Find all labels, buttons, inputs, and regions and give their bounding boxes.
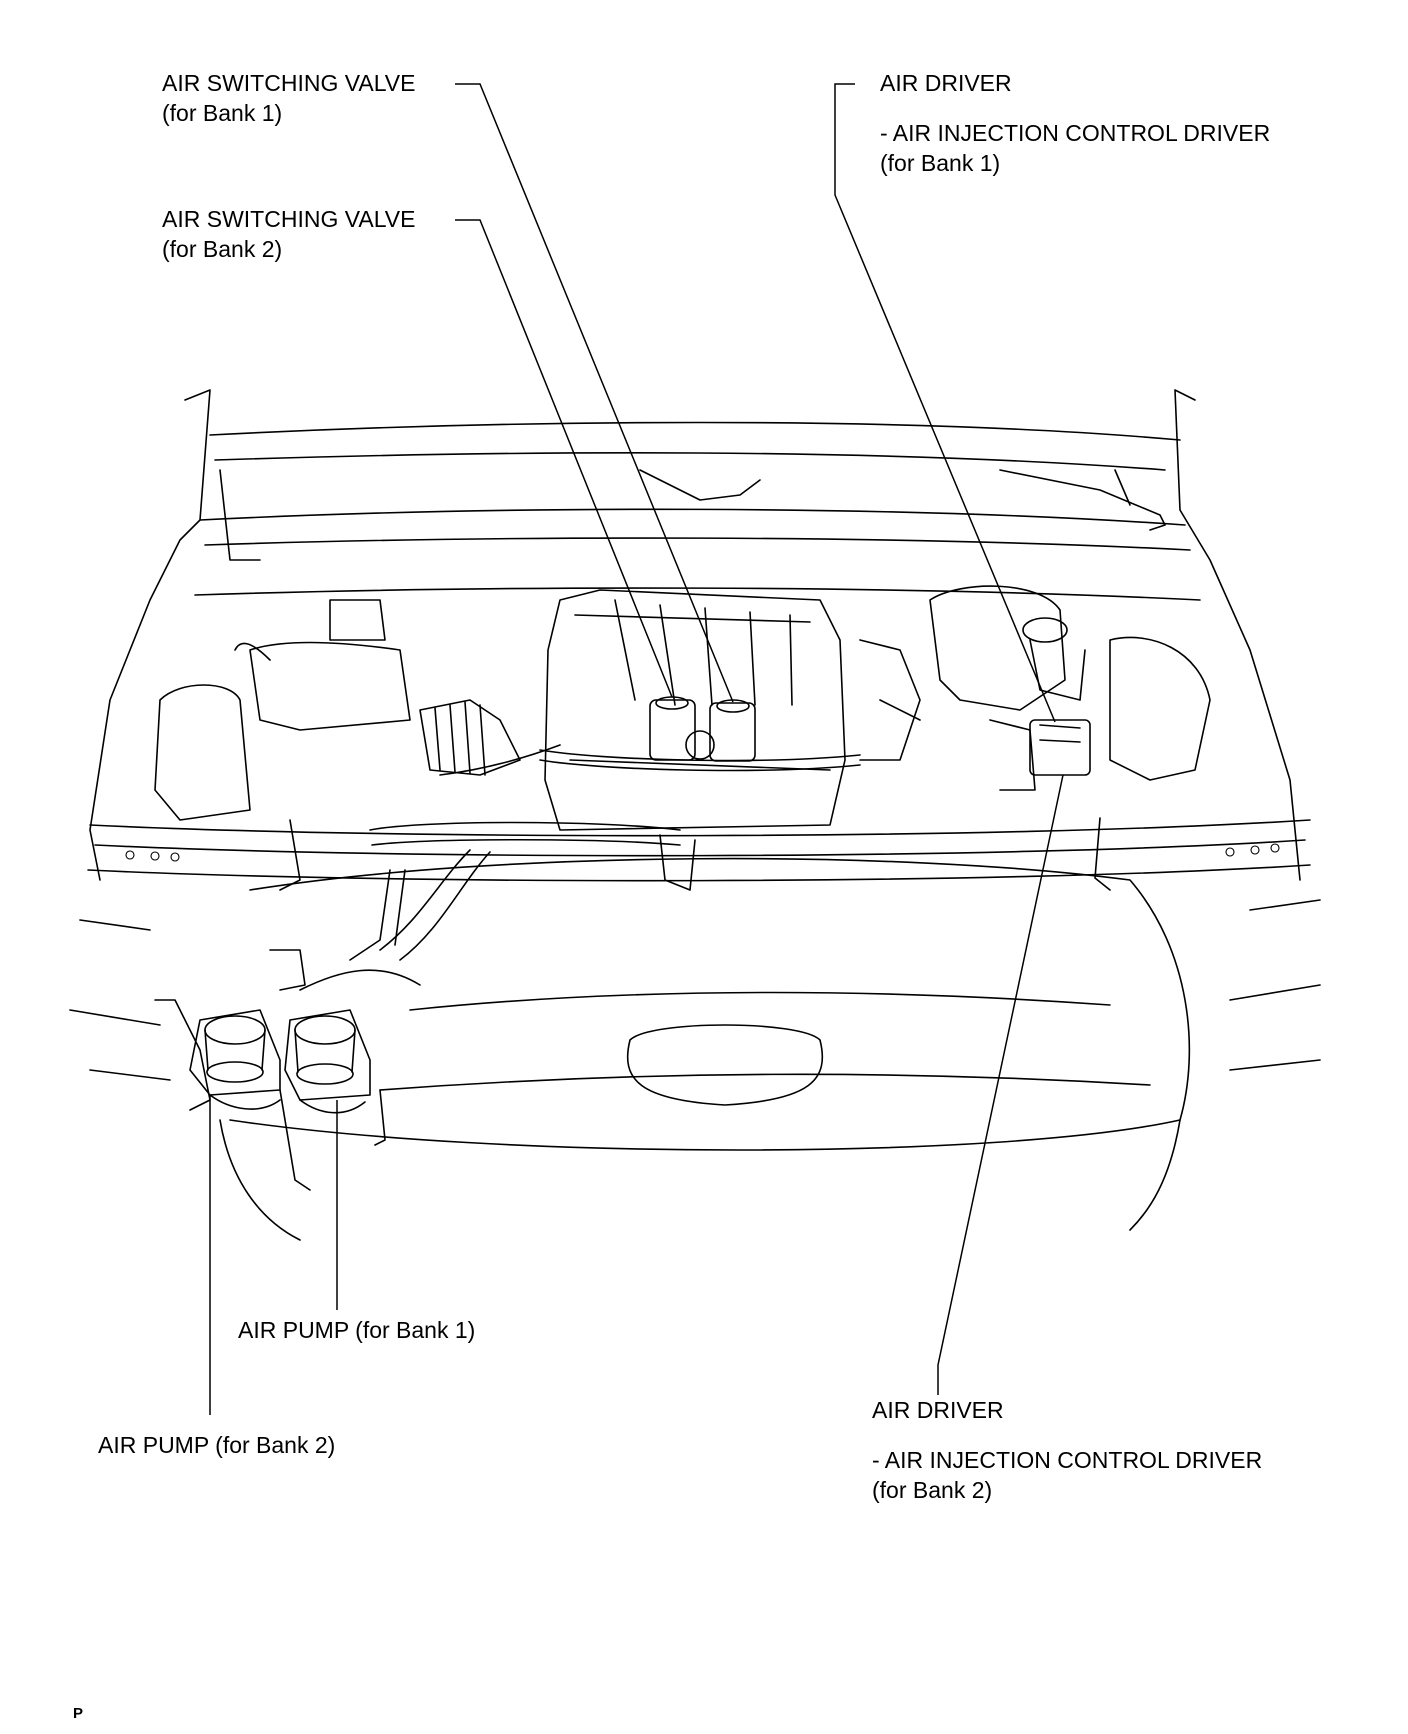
intake-hose — [154, 599, 521, 821]
label-driver-bank2-sub: (for Bank 2) — [872, 1477, 993, 1503]
label-air-pump-bank2: AIR PUMP (for Bank 2) — [98, 1430, 335, 1460]
label-air-switching-valve-bank2: AIR SWITCHING VALVE (for Bank 2) — [162, 204, 415, 264]
leader-asv-bank1 — [455, 83, 734, 703]
label-asv-bank1-sub: (for Bank 1) — [162, 100, 283, 126]
label-driver-bank1-title: AIR DRIVER — [880, 70, 1012, 96]
leader-lines — [209, 83, 1064, 1415]
air-hoses — [299, 744, 696, 991]
label-asv-bank2-sub: (for Bank 2) — [162, 236, 283, 262]
label-air-driver-bank2: AIR DRIVER - AIR INJECTION CONTROL DRIVE… — [872, 1395, 1262, 1505]
right-components — [859, 585, 1211, 791]
leader-asv-bank2 — [455, 219, 673, 698]
label-air-pump-bank1: AIR PUMP (for Bank 1) — [238, 1315, 475, 1345]
page-mark: P — [73, 1705, 84, 1722]
leader-driver-bank2 — [937, 774, 1064, 1395]
front-grille — [69, 857, 1321, 1241]
label-asv-bank2-title: AIR SWITCHING VALVE — [162, 206, 416, 232]
air-driver-body — [1029, 719, 1091, 776]
label-driver-bank2-title: AIR DRIVER — [872, 1397, 1004, 1423]
label-air-switching-valve-bank1: AIR SWITCHING VALVE (for Bank 1) — [162, 68, 415, 128]
hood-outline — [89, 389, 1301, 881]
label-driver-bank1-sub: (for Bank 1) — [880, 150, 1001, 176]
leader-driver-bank1 — [834, 83, 1056, 723]
label-driver-bank2-desc: - AIR INJECTION CONTROL DRIVER — [872, 1447, 1263, 1473]
label-asv-bank1-title: AIR SWITCHING VALVE — [162, 70, 416, 96]
label-driver-bank1-desc: - AIR INJECTION CONTROL DRIVER — [880, 120, 1271, 146]
air-pumps — [154, 949, 386, 1191]
engine-block — [539, 589, 861, 831]
label-pump-bank2-text: AIR PUMP (for Bank 2) — [98, 1432, 336, 1458]
label-pump-bank1-text: AIR PUMP (for Bank 1) — [238, 1317, 476, 1343]
radiator-support — [87, 817, 1311, 891]
label-air-driver-bank1: AIR DRIVER - AIR INJECTION CONTROL DRIVE… — [880, 68, 1270, 178]
